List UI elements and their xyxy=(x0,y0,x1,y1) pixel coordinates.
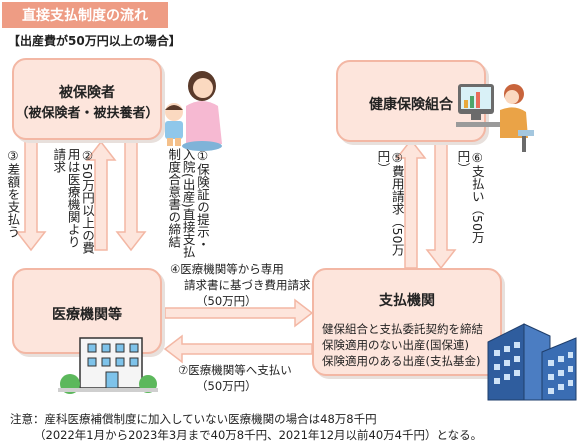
step-7-label-line-1: ⑦医療機関等へ支払い xyxy=(178,363,292,377)
step-6-label: ⑥支払い（50万円） xyxy=(455,150,485,244)
insurer-title: 健康保険組合 xyxy=(369,97,453,113)
insured-subtitle: （被保険者・被扶養者） xyxy=(15,106,159,121)
step-4-label-line-3: （50万円） xyxy=(196,294,257,308)
step-4-label-line-1: ④医療機関等から専用 xyxy=(170,262,284,276)
arrow-5-shape xyxy=(395,138,427,269)
arrow-3-shape xyxy=(15,137,47,252)
condition-label: 【出産費が50万円以上の場合】 xyxy=(8,34,181,48)
note-line-2: （2022年1月から2023年3月まで40万8千円、2021年12月以前40万4… xyxy=(34,428,483,442)
insured-title: 被保険者 xyxy=(59,85,115,101)
step-4-label-line-2: 請求書に基づき費用請求 xyxy=(184,278,311,292)
node-insured: 被保険者 （被保険者・被扶養者） xyxy=(12,58,162,140)
office-buildings-illustration xyxy=(487,323,577,401)
office-worker-illustration xyxy=(456,84,534,152)
payer-line-3: 保険適用のある出産(支払基金) xyxy=(322,354,481,368)
arrow-4-shape xyxy=(164,298,314,328)
payer-line-1: 健保組合と支払委託契約を締結 xyxy=(322,322,483,336)
step-5-label: ⑤費用請求（50万円） xyxy=(375,150,405,256)
medical-title: 医療機関等 xyxy=(52,307,122,323)
step-7-label-line-2: （50万円） xyxy=(196,379,257,393)
arrow-2-shape xyxy=(85,140,117,251)
step-1-label: ①保険証の提示・入院(出産)直接支払制度合意書の締結 xyxy=(166,148,210,258)
step-2-label: ②50万円以上の費用は医療機関より請求 xyxy=(51,148,95,254)
mother-child-illustration xyxy=(165,71,222,151)
arrow-1-shape xyxy=(115,137,147,252)
step-3-label: ③差額を支払う xyxy=(5,148,21,238)
node-payer: 支払機関 健保組合と支払委託契約を締結 保険適用のない出産(国保連) 保険適用の… xyxy=(312,268,502,376)
payer-line-2: 保険適用のない出産(国保連) xyxy=(322,338,469,352)
note-line-1: 注意：産科医療補償制度に加入していない医療機関の場合は48万8千円 xyxy=(10,412,377,426)
payer-title: 支払機関 xyxy=(379,293,435,309)
arrow-6-shape xyxy=(425,139,457,270)
diagram-title: 直接支払制度の流れ xyxy=(2,2,168,28)
hospital-building-illustration xyxy=(58,337,158,394)
arrow-7-shape xyxy=(163,334,313,364)
